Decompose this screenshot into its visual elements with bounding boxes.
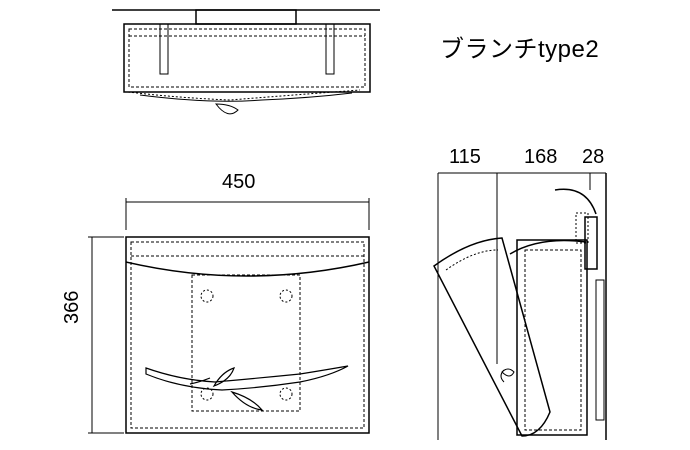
front-lid: [125, 261, 370, 277]
front-width-label: 450: [222, 171, 256, 193]
side-lid: [433, 237, 551, 437]
side-dim-115-label: 115: [449, 146, 481, 168]
top-body-inner: [128, 28, 366, 88]
top-hinge-right: [325, 23, 335, 75]
side-wall-plate: [595, 279, 605, 421]
side-lid-inner: [445, 249, 499, 271]
branch-ornament: [145, 365, 349, 391]
branch-twig: [189, 377, 211, 385]
top-branch-2: [139, 92, 353, 102]
front-body-inner: [130, 241, 365, 429]
side-dim-28-label: 28: [582, 146, 605, 168]
side-dim-168-label: 168: [524, 146, 558, 168]
side-branch: [501, 368, 515, 377]
product-title: ブランチtype2: [440, 36, 600, 63]
side-body-inner: [524, 249, 582, 431]
screw-hole-2: [279, 289, 293, 303]
side-hook: [554, 188, 597, 215]
screw-hole-1: [200, 289, 214, 303]
side-body: [516, 239, 588, 436]
top-leaf: [214, 103, 239, 115]
front-height-label: 366: [61, 290, 83, 324]
branch-leaf-1: [212, 367, 235, 388]
branch-leaf-2: [230, 390, 264, 411]
screw-hole-4: [279, 387, 293, 401]
side-bracket-dashed: [575, 212, 589, 244]
side-top-curve: [509, 239, 587, 255]
top-hinge-left: [159, 23, 169, 75]
front-body: [125, 236, 370, 434]
top-branch: [127, 89, 361, 101]
side-branch-2: [500, 369, 505, 383]
back-plate: [191, 274, 301, 412]
screw-hole-3: [200, 387, 214, 401]
top-body: [123, 23, 371, 93]
